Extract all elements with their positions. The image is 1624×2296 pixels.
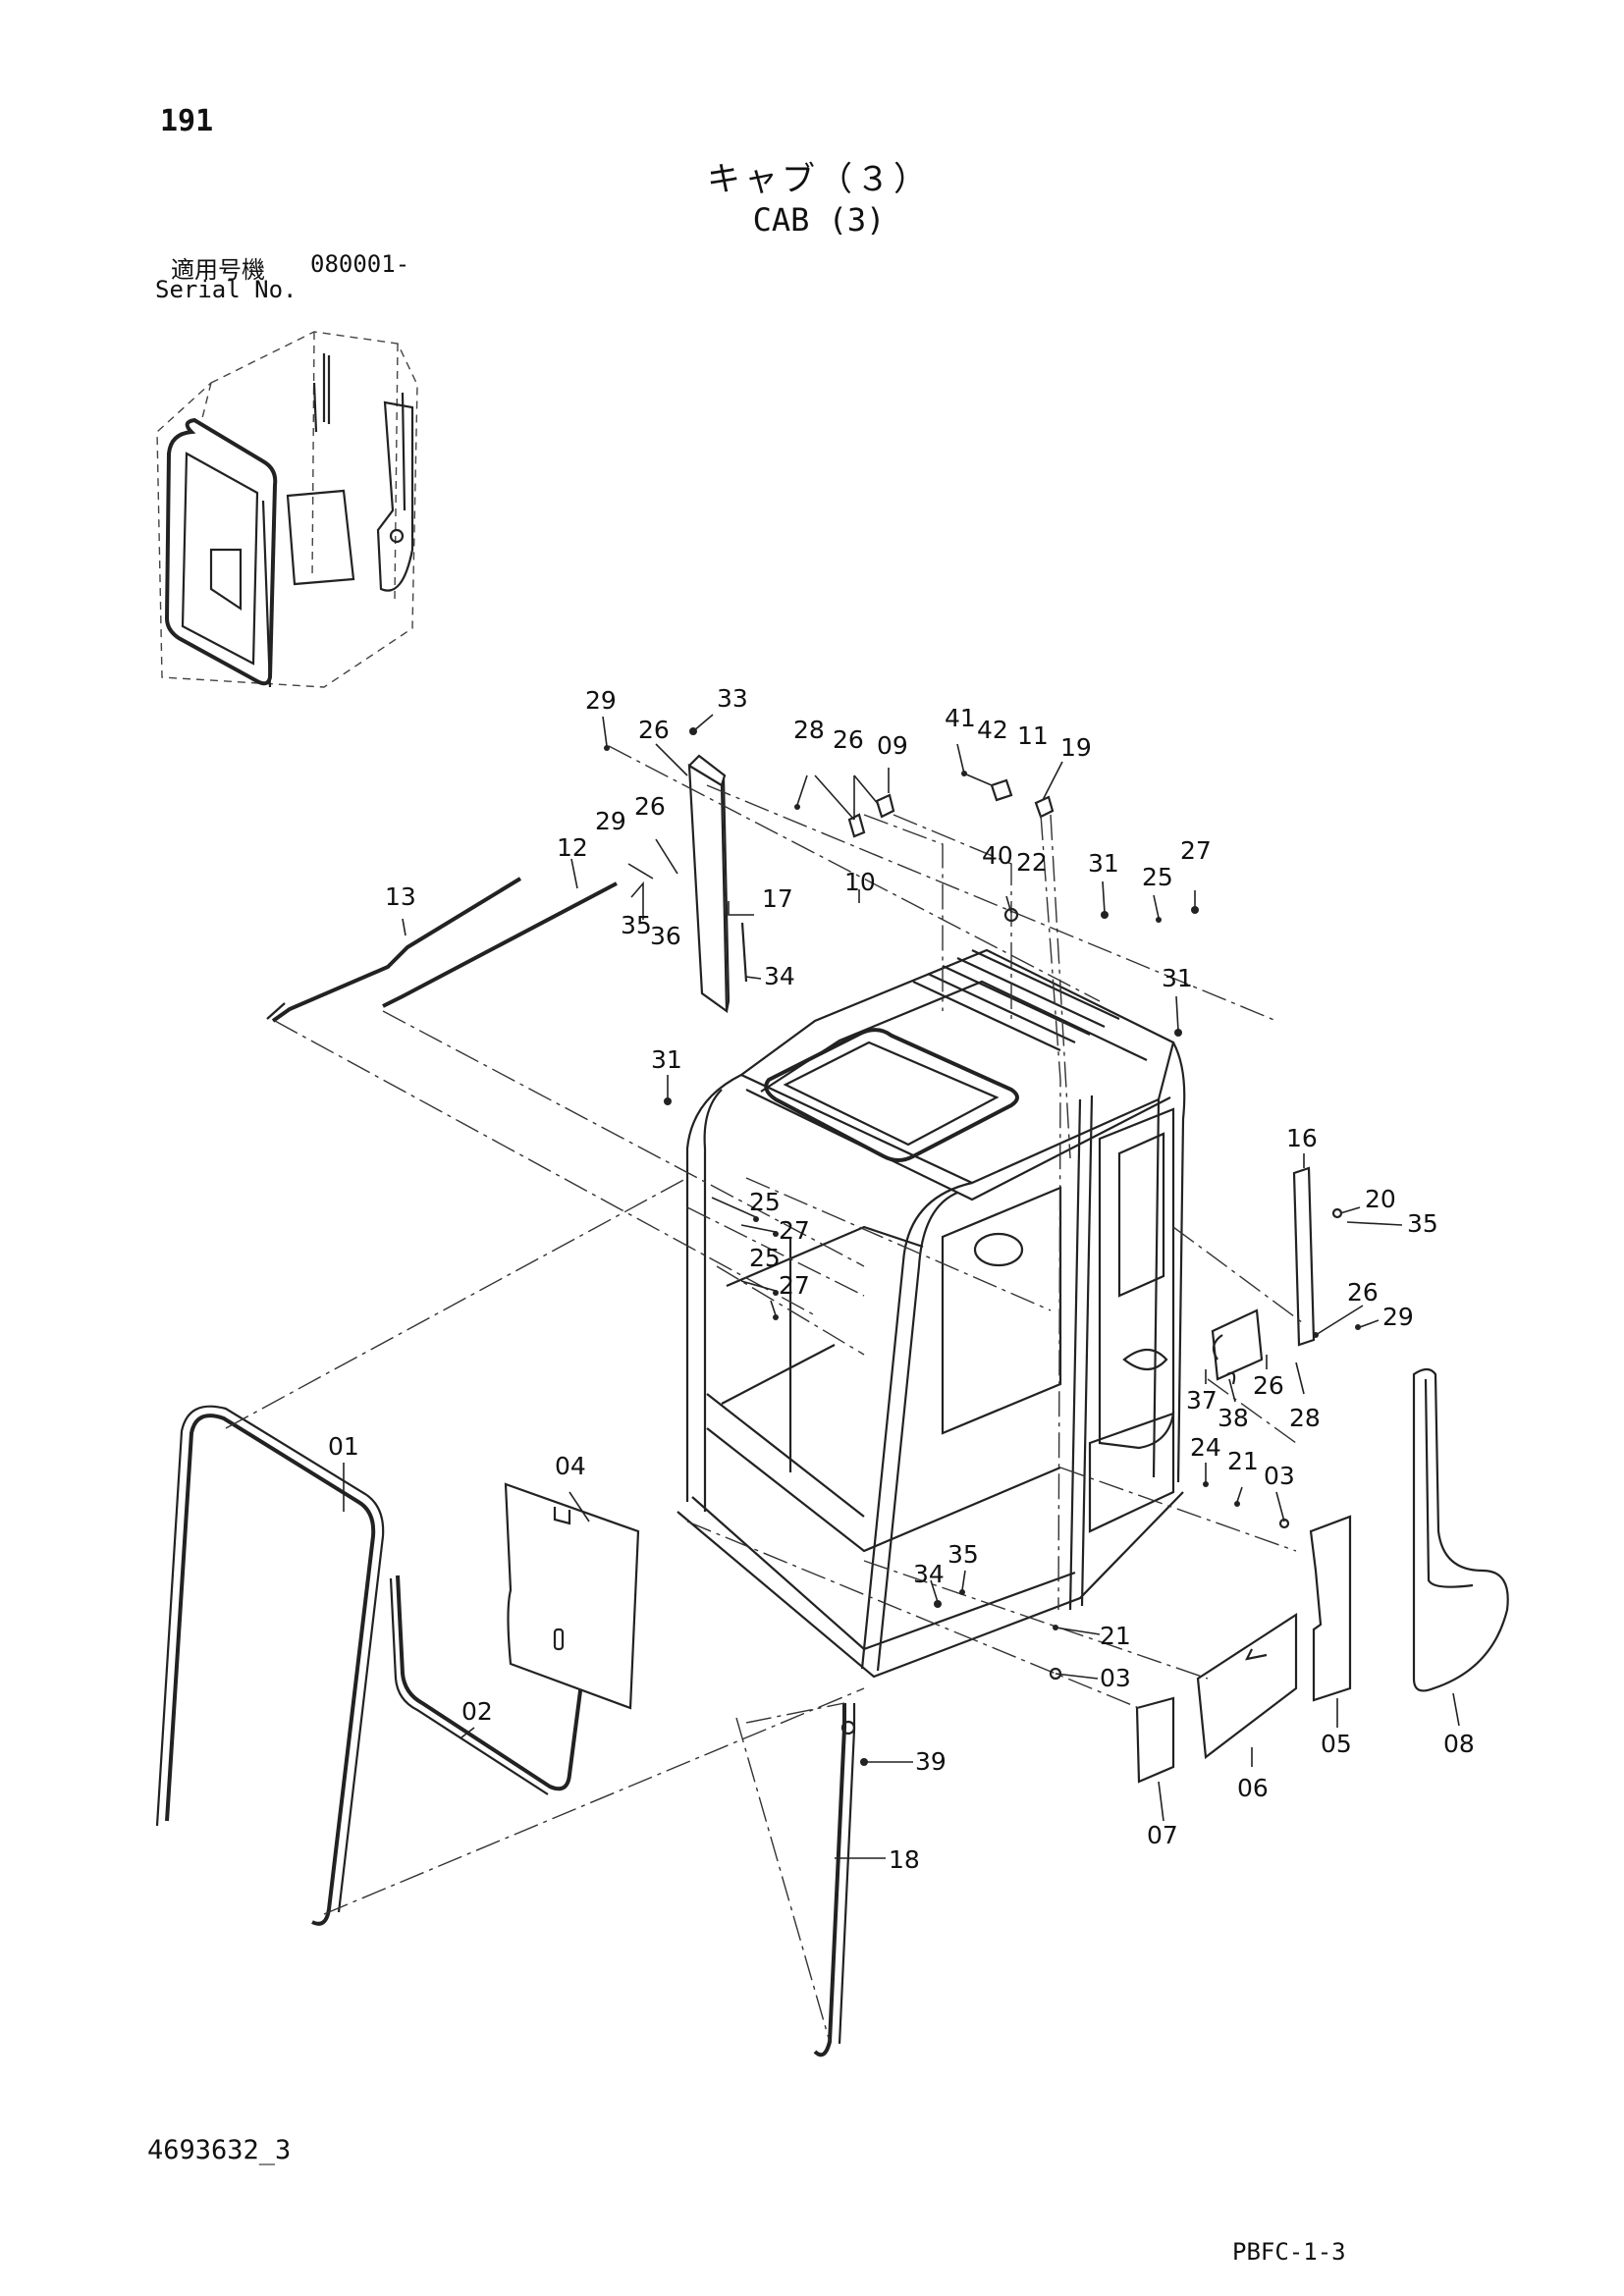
title-japanese: キャブ（３） xyxy=(707,160,931,199)
part-17-pillar-trim xyxy=(687,754,748,1014)
callout-26: 26 xyxy=(1347,1278,1379,1307)
callout-27: 27 xyxy=(779,1271,810,1300)
callout-26: 26 xyxy=(638,716,670,744)
callout-21: 21 xyxy=(1100,1622,1131,1650)
callout-05: 05 xyxy=(1321,1730,1352,1758)
callout-29: 29 xyxy=(1382,1303,1414,1331)
key-overview-illustration xyxy=(156,331,418,688)
part-04-glass-panel xyxy=(504,1482,640,1710)
callout-26: 26 xyxy=(634,792,666,821)
callout-42: 42 xyxy=(977,716,1008,744)
callout-06: 06 xyxy=(1237,1774,1269,1802)
part-06-panel xyxy=(1196,1612,1298,1760)
callout-33: 33 xyxy=(717,684,748,713)
callout-03: 03 xyxy=(1100,1664,1131,1692)
callout-21: 21 xyxy=(1227,1447,1259,1475)
callout-31: 31 xyxy=(1162,964,1193,992)
callout-18: 18 xyxy=(889,1845,920,1874)
part-37-38-latch xyxy=(1211,1308,1264,1385)
callout-34: 34 xyxy=(913,1560,945,1588)
part-16-side-trim xyxy=(1292,1166,1316,1347)
callout-09: 09 xyxy=(877,731,908,760)
callout-38: 38 xyxy=(1218,1404,1249,1432)
callout-37: 37 xyxy=(1186,1386,1218,1415)
callout-07: 07 xyxy=(1147,1821,1178,1849)
callout-35: 35 xyxy=(621,911,652,939)
serial-label-japanese: 適用号機 xyxy=(171,256,265,284)
callout-27: 27 xyxy=(1180,836,1212,865)
callout-25: 25 xyxy=(749,1244,781,1272)
callout-labels: 29 26 33 28 26 09 41 42 11 19 29 26 12 1… xyxy=(328,684,1475,1874)
callout-19: 19 xyxy=(1060,733,1092,762)
callout-26: 26 xyxy=(833,725,864,754)
cab-frame xyxy=(677,948,1186,1679)
callout-27: 27 xyxy=(779,1216,810,1245)
callout-31: 31 xyxy=(1088,849,1119,878)
callout-02: 02 xyxy=(461,1697,493,1726)
callout-11: 11 xyxy=(1017,721,1049,750)
callout-36: 36 xyxy=(650,922,681,950)
document-code: 4693632_3 xyxy=(147,2135,292,2165)
callout-40: 40 xyxy=(982,841,1013,870)
part-18-rod xyxy=(813,1703,856,2057)
serial-label-english: Serial No. xyxy=(155,276,298,303)
callout-25: 25 xyxy=(1142,863,1173,891)
callout-13: 13 xyxy=(385,882,416,911)
callout-20: 20 xyxy=(1365,1185,1396,1213)
callout-34: 34 xyxy=(764,962,795,990)
hardware-points xyxy=(604,727,1361,1766)
part-12-13-rails xyxy=(266,877,618,1023)
callout-41: 41 xyxy=(945,704,976,732)
callout-03: 03 xyxy=(1264,1462,1295,1490)
callout-16: 16 xyxy=(1286,1124,1318,1152)
callout-31: 31 xyxy=(651,1045,682,1074)
part-09-10-11-19-brackets xyxy=(847,778,1055,838)
callout-29: 29 xyxy=(585,686,617,715)
callout-39: 39 xyxy=(915,1747,947,1776)
callout-01: 01 xyxy=(328,1432,359,1461)
callout-22: 22 xyxy=(1016,848,1048,877)
assembly-chain-lines xyxy=(225,745,1307,2043)
callout-12: 12 xyxy=(557,833,588,862)
callout-08: 08 xyxy=(1443,1730,1475,1758)
callout-29: 29 xyxy=(595,807,626,835)
callout-04: 04 xyxy=(555,1452,586,1480)
serial-number-value: 080001- xyxy=(310,250,410,278)
part-01-front-window-seal xyxy=(155,1405,385,1926)
callout-35: 35 xyxy=(1407,1209,1438,1238)
callout-17: 17 xyxy=(762,884,793,913)
callout-25: 25 xyxy=(749,1188,781,1216)
page-number: 191 xyxy=(160,104,214,138)
callout-24: 24 xyxy=(1190,1433,1221,1462)
page-code: PBFC-1-3 xyxy=(1232,2238,1346,2266)
callout-10: 10 xyxy=(844,868,876,896)
callout-leaders xyxy=(343,714,1460,1859)
part-07-panel xyxy=(1135,1696,1175,1784)
callout-28: 28 xyxy=(1289,1404,1321,1432)
callout-35: 35 xyxy=(947,1540,979,1569)
part-08-seal xyxy=(1412,1367,1509,1692)
callout-28: 28 xyxy=(793,716,825,744)
callout-26: 26 xyxy=(1253,1371,1284,1400)
part-05-panel xyxy=(1309,1515,1352,1702)
title-english: CAB (3) xyxy=(752,201,886,239)
